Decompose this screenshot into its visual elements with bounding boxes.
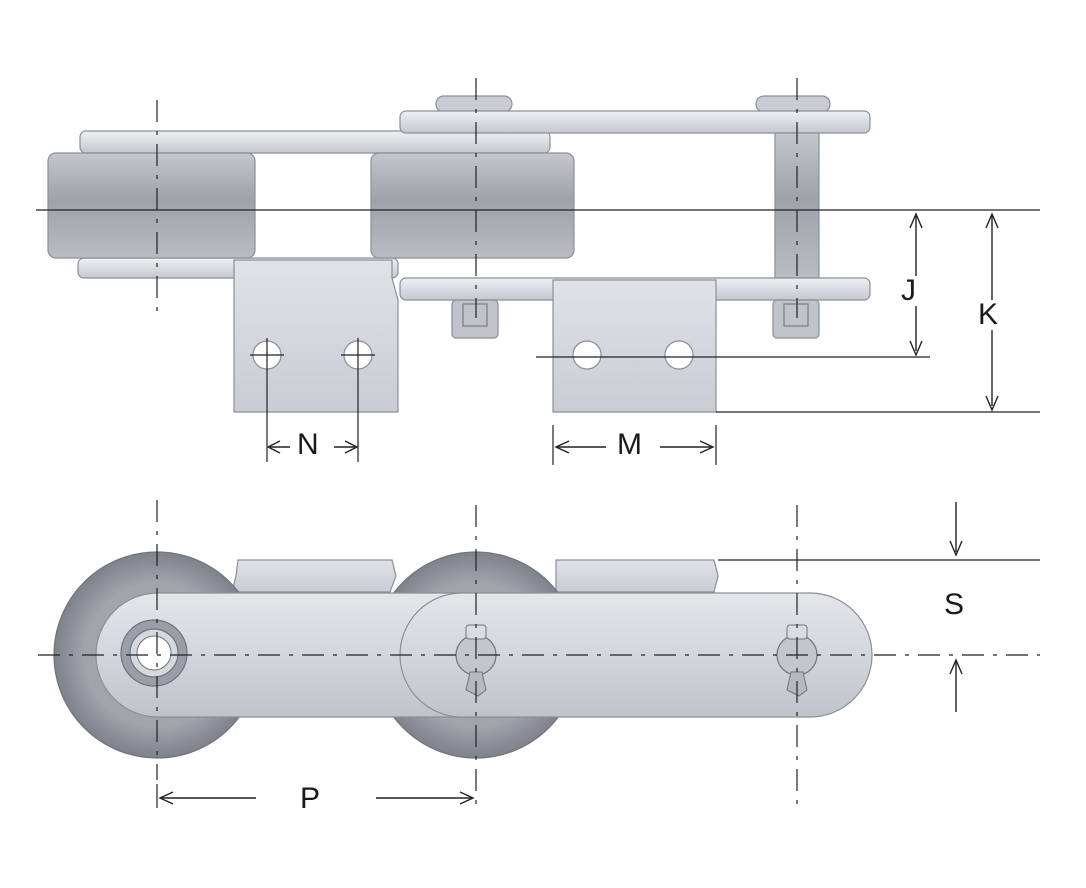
dimension-label-m: M: [614, 430, 645, 460]
cotter-pin-right: [772, 299, 820, 339]
dimension-label-s: S: [941, 590, 968, 620]
attachment-bracket-left: [233, 259, 399, 413]
dimension-label-j: J: [898, 276, 919, 306]
pin-head-middle: [435, 95, 513, 113]
side-view: [38, 500, 1040, 812]
bracket-hole: [572, 340, 602, 370]
dimension-label-p: P: [297, 784, 324, 814]
roller-middle: [370, 152, 575, 259]
pin-head-right: [755, 95, 831, 113]
top-view: [36, 78, 1040, 465]
cotter-pin-middle: [451, 299, 499, 339]
attachment-top-left: [231, 559, 397, 593]
dimension-label-k: K: [975, 300, 1002, 330]
roller-left: [47, 152, 256, 259]
pin-shaft-right: [774, 132, 820, 279]
dimension-label-n: N: [294, 430, 322, 460]
inner-link-plate-top: [79, 130, 551, 154]
outer-link-plate-top: [399, 110, 871, 134]
attachment-top-right: [555, 559, 719, 593]
bracket-hole: [664, 340, 694, 370]
